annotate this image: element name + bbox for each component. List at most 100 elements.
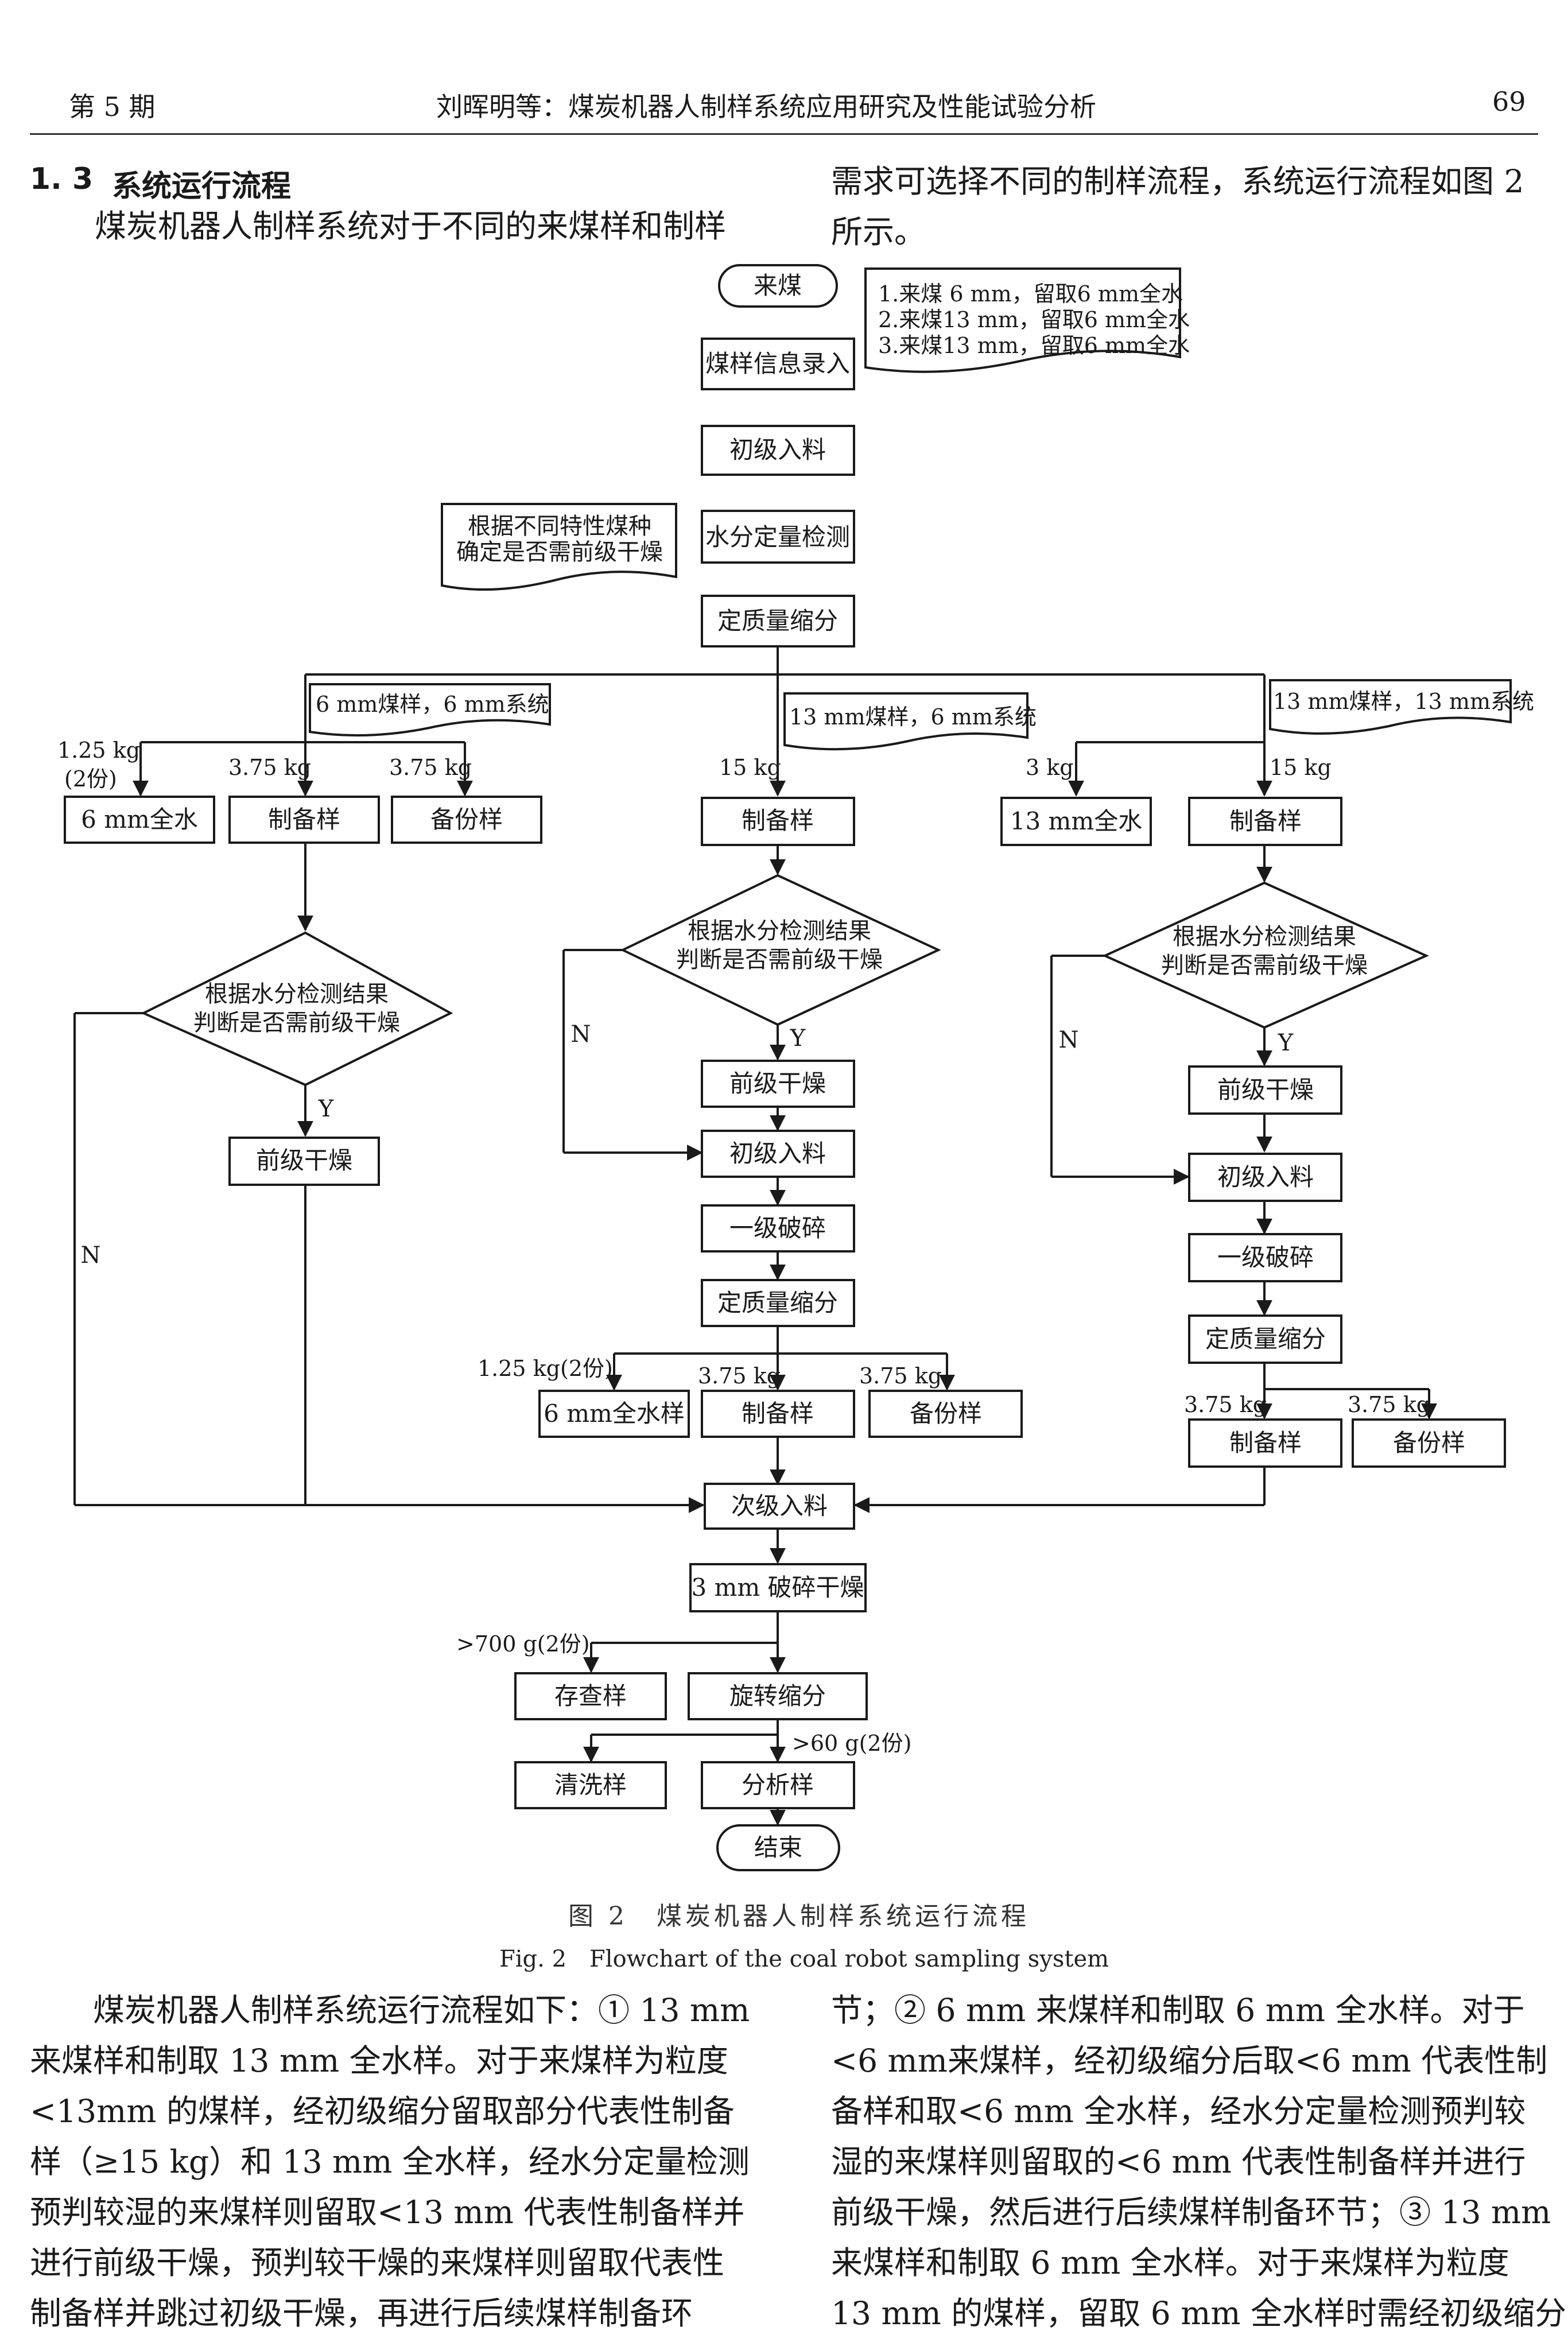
b-feed-text: 初级入料: [729, 1139, 826, 1168]
b-out-backup: [868, 1390, 1023, 1438]
c-box2-text: 制备样: [1229, 807, 1302, 835]
b-no: N: [571, 1021, 591, 1048]
secondary-feed-box: [704, 1483, 855, 1530]
a-no: N: [81, 1242, 101, 1269]
body-right-line: 前级干燥，然后进行后续煤样制备环节；③ 13 mm: [831, 2194, 1551, 2231]
b-weight: 15 kg: [719, 755, 781, 780]
moisture-check-text: 水分定量检测: [705, 523, 850, 551]
page-number: 69: [1492, 86, 1526, 117]
note-top-l1: 1.来煤 6 mm，留取6 mm全水: [878, 281, 1183, 307]
start-terminal: [718, 264, 838, 308]
issue-number: 第 5 期: [69, 91, 156, 122]
note-top-l3: 3.来煤13 mm，留取6 mm全水: [878, 333, 1190, 358]
intro-right-line: 所示。: [831, 214, 926, 250]
b-out1-text: 6 mm全水样: [544, 1399, 685, 1428]
a-box-full-moisture: [64, 796, 215, 844]
c-decision-l1: 根据水分检测结果: [1173, 924, 1356, 950]
running-title: 刘晖明等：煤炭机器人制样系统应用研究及性能试验分析: [436, 91, 1096, 122]
weight-60: >60 g(2份): [792, 1731, 911, 1756]
wash-box: [514, 1761, 667, 1809]
section-title: 系统运行流程: [112, 169, 292, 204]
weight-700: >700 g(2份): [456, 1631, 590, 1657]
figure-caption-en: Fig. 2 Flowchart of the coal robot sampl…: [499, 1946, 1109, 1972]
a-weight-1: 1.25 kg: [57, 738, 140, 763]
b-div-text: 定质量缩分: [717, 1289, 838, 1317]
a-decision-l1: 根据水分检测结果: [205, 981, 389, 1007]
a-box2-text: 制备样: [268, 805, 340, 833]
crush-dry-text: 3 mm 破碎干燥: [691, 1573, 864, 1602]
a-yes: Y: [318, 1096, 334, 1122]
body-right-line: 节；② 6 mm 来煤样和制取 6 mm 全水样。对于: [831, 1992, 1525, 2029]
intro-right-line: 需求可选择不同的制样流程，系统运行流程如图 2: [831, 163, 1524, 200]
intro-left-line: 煤炭机器人制样系统对于不同的来煤样和制样: [95, 208, 727, 245]
body-left: 煤炭机器人制样系统运行流程如下：① 13 mm 来煤样和制取 13 mm 全水样…: [30, 1985, 750, 2339]
body-left-line: 样（≥15 kg）和 13 mm 全水样，经水分定量检测: [30, 2143, 750, 2180]
info-entry-text: 煤样信息录入: [705, 350, 850, 378]
section-number: 1. 3: [30, 162, 94, 196]
primary-feed-box: [701, 425, 855, 476]
body-right-line: 13 mm 的煤样，留取 6 mm 全水样时需经初级缩分: [831, 2295, 1567, 2332]
body-left-line: 预判较湿的来煤样则留取<13 mm 代表性制备样并: [30, 2194, 745, 2231]
c-crush-text: 一级破碎: [1217, 1243, 1314, 1271]
b-out3-text: 备份样: [910, 1399, 982, 1428]
a-decision-l2: 判断是否需前级干燥: [193, 1010, 400, 1036]
body-right-line: 来煤样和制取 6 mm 全水样。对于来煤样为粒度: [831, 2244, 1509, 2281]
branch-a-label: 6 mm煤样，6 mm系统: [316, 692, 549, 717]
retained-box: [514, 1672, 667, 1720]
b-box-text: 制备样: [742, 806, 814, 835]
branch-a-label-shape: [309, 683, 551, 737]
note-left-l1: 根据不同特性煤种: [468, 513, 651, 540]
note-left-l2: 确定是否需前级干燥: [456, 539, 663, 565]
body-left-line: 煤炭机器人制样系统运行流程如下：① 13 mm: [30, 1992, 750, 2029]
b-crush-text: 一级破碎: [729, 1214, 826, 1242]
a-box-backup: [391, 796, 542, 844]
b-yes: Y: [790, 1025, 806, 1052]
c-yes: Y: [1278, 1030, 1294, 1056]
c-weight-3: 3.75 kg: [1184, 1392, 1267, 1417]
primary-feed-text: 初级入料: [729, 436, 826, 464]
branch-b-label: 13 mm煤样，6 mm系统: [789, 704, 1037, 730]
body-left-line: 进行前级干燥，预判较干燥的来煤样则留取代表性: [30, 2244, 725, 2281]
a-weight-1b: (2份): [64, 766, 117, 792]
a-box3-text: 备份样: [430, 805, 503, 833]
moisture-check-box: [701, 510, 855, 564]
a-weight-2: 3.75 kg: [228, 755, 311, 780]
a-box1-text: 6 mm全水: [81, 805, 198, 833]
start-text: 来煤: [754, 272, 802, 300]
branch-b-label-shape: [783, 692, 1028, 751]
c-weight-1: 3 kg: [1026, 755, 1074, 780]
body-right-line: 备样和取<6 mm 全水样，经水分定量检测预判较: [831, 2093, 1526, 2130]
retained-text: 存查样: [554, 1682, 627, 1710]
c-no: N: [1059, 1027, 1079, 1053]
body-right-line: 湿的来煤样则留取的<6 mm 代表性制备样并进行: [831, 2143, 1526, 2180]
wash-text: 清洗样: [554, 1771, 627, 1799]
c-decision-l2: 判断是否需前级干燥: [1161, 952, 1368, 979]
b-weight-2: 3.75 kg: [698, 1363, 781, 1389]
c-pre-dry-text: 前级干燥: [1217, 1076, 1314, 1104]
b-out2-text: 制备样: [742, 1399, 814, 1428]
a-weight-3: 3.75 kg: [389, 755, 472, 780]
b-out-full-moisture: [538, 1390, 690, 1438]
c-out1-text: 制备样: [1229, 1429, 1302, 1457]
branch-c-label: 13 mm煤样，13 mm系统: [1273, 689, 1534, 714]
c-feed-text: 初级入料: [1217, 1163, 1314, 1191]
branch-c-label-shape: [1269, 679, 1512, 735]
secondary-feed-text: 次级入料: [731, 1492, 828, 1520]
figure-caption-cn: 图 2 煤炭机器人制样系统运行流程: [568, 1902, 1030, 1931]
note-top-shape: [864, 267, 1181, 373]
analysis-text: 分析样: [742, 1771, 814, 1799]
end-terminal: [716, 1824, 840, 1871]
b-pre-dry-text: 前级干燥: [729, 1069, 826, 1098]
note-left-shape: [441, 503, 677, 591]
c-weight-2: 15 kg: [1270, 755, 1332, 780]
mass-division-text: 定质量缩分: [717, 607, 838, 635]
b-weight-3: 3.75 kg: [859, 1363, 942, 1389]
c-weight-4: 3.75 kg: [1348, 1392, 1430, 1417]
info-entry-box: [701, 338, 855, 390]
c-div-text: 定质量缩分: [1205, 1325, 1326, 1353]
header-rule: [30, 133, 1538, 135]
b-decision-l2: 判断是否需前级干燥: [676, 947, 883, 973]
b-weight-1: 1.25 kg(2份): [478, 1356, 613, 1381]
body-left-line: 来煤样和制取 13 mm 全水样。对于来煤样为粒度: [30, 2042, 728, 2079]
